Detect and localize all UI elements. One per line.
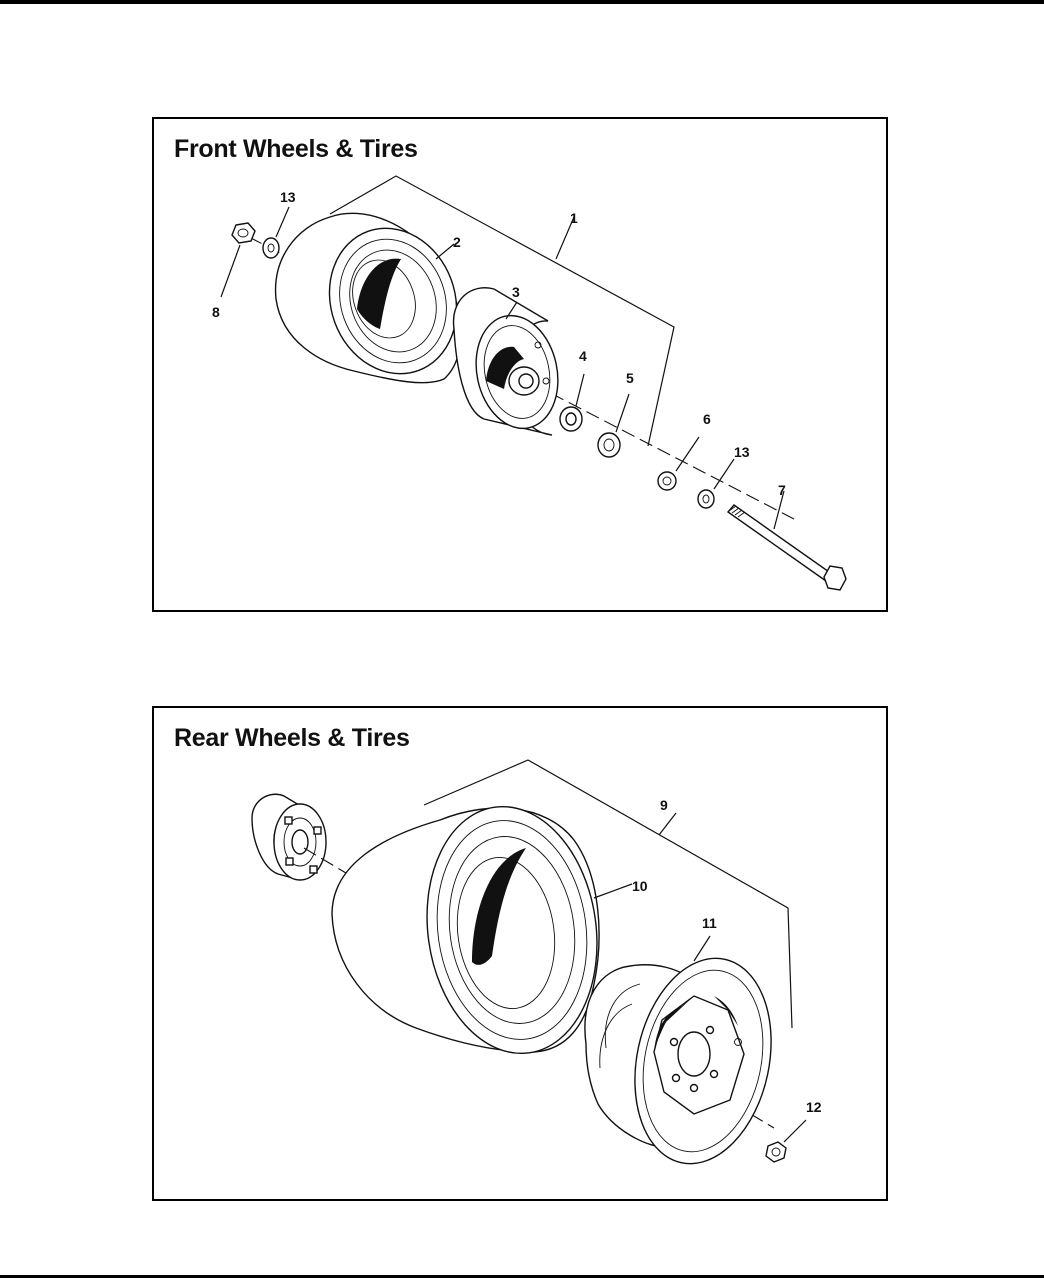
bottom-rule — [0, 1275, 1044, 1278]
leader-11 — [693, 935, 711, 962]
front-wheel-diagram: 13 1 2 8 3 4 5 6 13 7 — [212, 175, 847, 591]
callout-12: 12 — [806, 1099, 822, 1115]
nut-8 — [231, 222, 256, 244]
leader-4 — [575, 373, 585, 407]
callout-6: 6 — [703, 411, 711, 427]
rear-rim-11 — [584, 957, 772, 1165]
callout-10: 10 — [632, 878, 648, 894]
seal-5 — [597, 432, 621, 458]
callout-3: 3 — [512, 284, 520, 300]
leader-13-left — [275, 206, 290, 238]
front-rim-3 — [452, 287, 559, 436]
leader-8 — [220, 244, 241, 298]
rear-wheel-diagram: 9 10 11 12 — [251, 759, 822, 1165]
top-rule — [0, 0, 1044, 4]
front-wheels-panel: Front Wheels & Tires — [152, 117, 888, 612]
leader-1 — [555, 216, 575, 260]
rear-hub — [251, 793, 327, 881]
rear-panel-title: Rear Wheels & Tires — [174, 724, 410, 752]
rear-tire-10 — [331, 805, 600, 1055]
callout-9: 9 — [660, 797, 668, 813]
callout-5: 5 — [626, 370, 634, 386]
leader-12 — [783, 1119, 807, 1143]
washer-13-right — [697, 489, 715, 509]
leader-7 — [773, 490, 785, 530]
rear-assembly-bracket — [423, 759, 793, 1029]
bearing-4 — [559, 406, 583, 432]
washer-13-left — [262, 237, 280, 259]
leader-3 — [505, 301, 518, 320]
leader-10 — [593, 883, 633, 899]
leader-2 — [435, 243, 455, 260]
callout-13-right: 13 — [734, 444, 750, 460]
rear-wheels-panel: Rear Wheels & Tires — [152, 706, 888, 1201]
callout-2: 2 — [453, 234, 461, 250]
bolt-7 — [726, 504, 847, 591]
lug-nut-12 — [765, 1141, 787, 1163]
leader-9 — [658, 812, 677, 836]
callout-8: 8 — [212, 304, 220, 320]
leader-5 — [615, 393, 630, 433]
front-assembly-bracket — [329, 175, 675, 447]
callout-1: 1 — [570, 210, 578, 226]
callout-11: 11 — [702, 915, 717, 931]
spacer-6 — [657, 471, 677, 491]
callout-7: 7 — [778, 482, 786, 498]
callout-4: 4 — [579, 348, 587, 364]
leader-6 — [675, 436, 700, 472]
front-tire-2 — [274, 212, 462, 384]
leader-13-right — [713, 458, 735, 490]
callout-13-top: 13 — [280, 189, 296, 205]
front-panel-title: Front Wheels & Tires — [174, 135, 418, 163]
